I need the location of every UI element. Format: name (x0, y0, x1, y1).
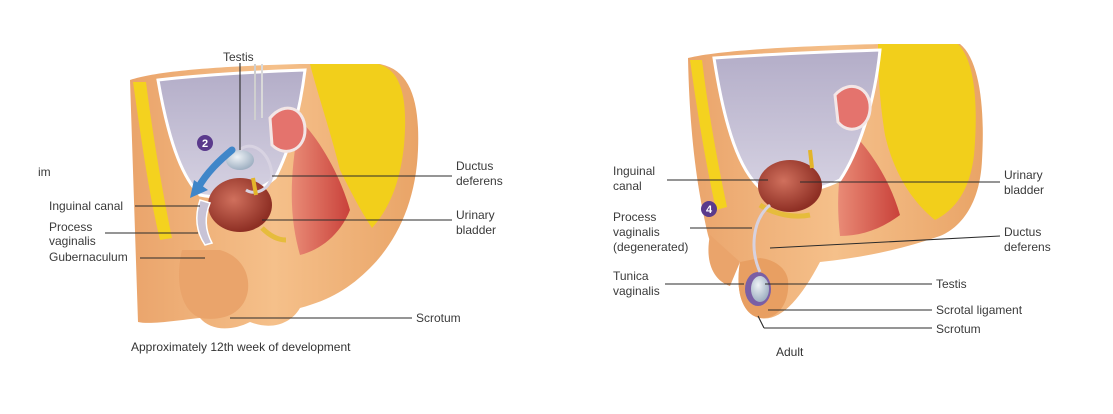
label-scrotal-ligament: Scrotal ligament (936, 303, 1023, 317)
label-cut-im: im (38, 165, 51, 179)
caption-adult: Adult (776, 345, 804, 359)
leader-scrotum-a (757, 315, 765, 329)
label-process-1: Process (49, 220, 92, 234)
label-process-1: Process (613, 210, 656, 224)
label-urinary-2: bladder (1004, 183, 1044, 197)
caption-12th-week: Approximately 12th week of development (131, 340, 351, 354)
label-process-3: (degenerated) (613, 240, 688, 254)
label-ductus-1: Ductus (456, 159, 493, 173)
leader-ductus (769, 235, 1001, 249)
label-process-2: vaginalis (613, 225, 660, 239)
label-testis: Testis (936, 277, 967, 291)
label-testis: Testis (223, 50, 254, 64)
step-number: 4 (706, 204, 713, 216)
label-tunica-2: vaginalis (613, 284, 660, 298)
label-ductus-2: deferens (1004, 240, 1051, 254)
body-section-illustration (130, 64, 419, 329)
body-section-illustration-adult (688, 44, 983, 319)
label-urinary-2: bladder (456, 223, 496, 237)
label-urinary-1: Urinary (1004, 168, 1043, 182)
label-gubernaculum: Gubernaculum (49, 250, 128, 264)
label-inguinal-canal: Inguinal canal (49, 199, 123, 213)
label-urinary-1: Urinary (456, 208, 495, 222)
label-ductus-1: Ductus (1004, 225, 1041, 239)
label-tunica-1: Tunica (613, 269, 649, 283)
step-number: 2 (202, 138, 208, 150)
panel-12th-week: 2 im Testis Ductus deferens Inguinal can… (38, 50, 503, 354)
label-process-2: vaginalis (49, 234, 96, 248)
step-badge (701, 201, 717, 217)
label-ductus-2: deferens (456, 174, 503, 188)
panel-adult: 4 Inguinal canal Process vaginalis (dege… (613, 44, 1051, 359)
label-inguinal-1: Inguinal (613, 164, 655, 178)
label-scrotum: Scrotum (936, 322, 981, 336)
label-inguinal-2: canal (613, 179, 642, 193)
step-badge (197, 135, 213, 151)
label-scrotum: Scrotum (416, 311, 461, 325)
